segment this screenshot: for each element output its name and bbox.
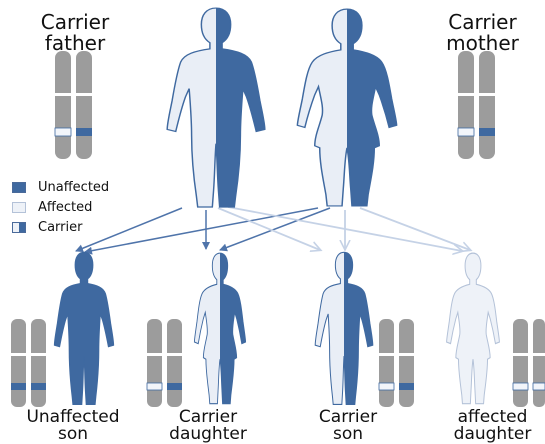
caption-carrier-daughter-line2: daughter [148,426,268,443]
child-carrier-son-figure [315,252,373,404]
child-affected-daughter-figure [447,253,500,404]
legend-item-carrier: Carrier [12,219,82,235]
mother-label-line2: mother [425,33,540,54]
caption-affected-daughter-line2: daughter [440,426,545,443]
carrier-son-chromosome-pair [379,319,414,407]
son-chromosome-pair [11,319,46,407]
mother-label: Carrier mother [425,12,540,54]
legend-label-carrier: Carrier [38,220,82,235]
caption-carrier-son-line2: son [300,426,396,443]
child-unaffected-son-figure [54,252,113,404]
unaffected-swatch-icon [12,182,26,193]
caption-unaffected-son-line2: son [8,426,138,443]
caption-carrier-daughter: Carrier daughter [148,409,268,443]
daughter-chromosome-pair [147,319,182,407]
caption-affected-daughter: affected daughter [440,409,545,443]
father-label-line2: father [20,33,130,54]
carrier-swatch-icon [12,222,26,233]
mother-chromosome-pair [458,51,495,159]
affected-swatch-icon [12,202,26,213]
father-figure [167,8,265,207]
legend-label-affected: Affected [38,200,92,215]
legend-item-affected: Affected [12,199,92,215]
inheritance-arrows [76,207,470,252]
father-label: Carrier father [20,12,130,54]
father-chromosome-pair [55,51,92,159]
caption-unaffected-son: Unaffected son [8,409,138,443]
legend-item-unaffected: Unaffected [12,179,109,195]
mother-figure [297,9,396,206]
arrow-mother-to-daughter [220,208,330,250]
child-carrier-daughter-figure [194,253,245,404]
affected-daughter-chromosome-pair [513,319,545,407]
arrow-mother-to-affected-daughter [360,208,470,250]
legend-label-unaffected: Unaffected [38,180,109,195]
mother-label-line1: Carrier [425,12,540,33]
caption-carrier-son: Carrier son [300,409,396,443]
father-label-line1: Carrier [20,12,130,33]
arrow-mother-to-son [85,208,318,252]
